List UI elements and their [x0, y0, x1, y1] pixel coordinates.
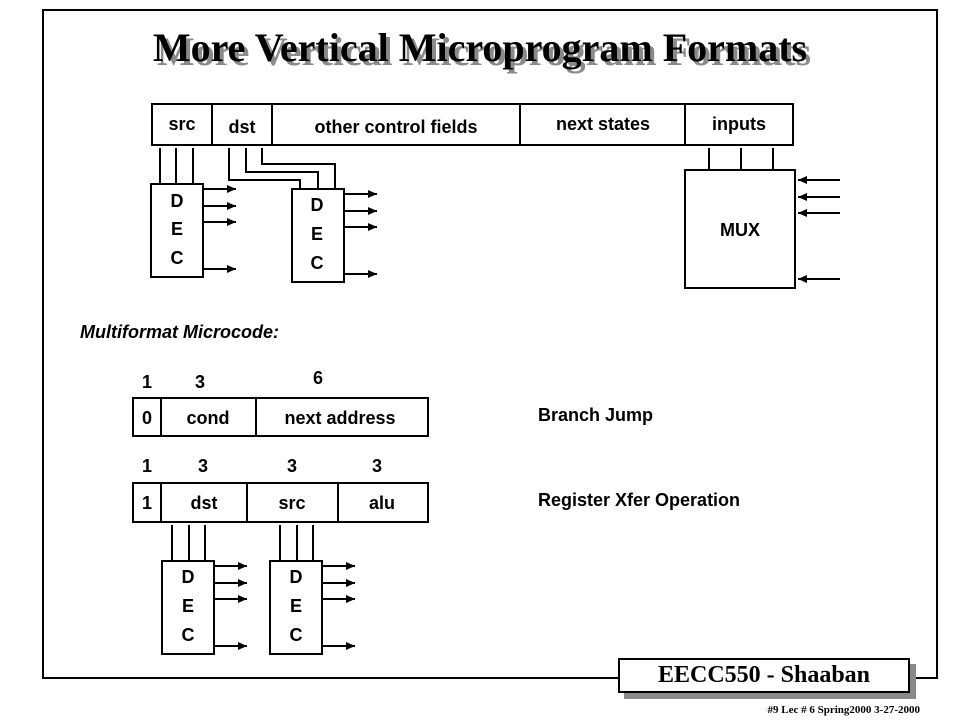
decoder-box — [150, 183, 204, 278]
top-format: src dst other control fields next states… — [151, 103, 794, 146]
course-badge-text: EECC550 - Shaaban — [657, 662, 871, 688]
decoder-letter: C — [290, 625, 303, 645]
mux-box — [684, 169, 796, 289]
register-format-box — [132, 482, 429, 523]
field-width: 3 — [287, 456, 297, 476]
decoder-letter: C — [171, 248, 184, 268]
register-format: 1 3 3 3 1 dst src alu Register Xfer Oper… — [132, 456, 740, 523]
field-next-address: next address — [284, 408, 395, 428]
decoder-letter: D — [290, 567, 303, 587]
decoder-letter: D — [171, 191, 184, 211]
decoder-letter: D — [182, 567, 195, 587]
src-decoder-bottom: D E C — [269, 525, 355, 655]
field-width: 3 — [198, 456, 208, 476]
decoder-letter: E — [171, 219, 183, 239]
mux-label: MUX — [720, 220, 760, 240]
field-width: 6 — [313, 368, 323, 388]
field-inputs: inputs — [712, 114, 766, 134]
decoder-box — [269, 560, 323, 655]
decoder-letter: E — [290, 596, 302, 616]
dst-decoder-bottom: D E C — [161, 525, 247, 655]
field-opcode-1: 1 — [142, 493, 152, 513]
slide-frame — [42, 9, 938, 679]
branch-jump-label: Branch Jump — [538, 405, 653, 425]
decoder-letter: D — [311, 195, 324, 215]
field-src: src — [278, 493, 305, 513]
register-xfer-label: Register Xfer Operation — [538, 490, 740, 510]
branch-format-box — [132, 397, 429, 437]
slide-title: More Vertical Microprogram Formats — [152, 25, 808, 70]
field-width: 3 — [195, 372, 205, 392]
field-width: 1 — [142, 456, 152, 476]
mux: MUX — [684, 148, 840, 289]
decoder-box — [291, 188, 345, 283]
field-opcode-0: 0 — [142, 408, 152, 428]
slide-footer: #9 Lec # 6 Spring2000 3-27-2000 — [767, 704, 920, 716]
decoder-letter: E — [311, 224, 323, 244]
branch-format: 1 3 6 0 cond next address Branch Jump — [132, 368, 653, 437]
field-width: 1 — [142, 372, 152, 392]
dst-decoder: D E C — [228, 148, 377, 283]
decoder-letter: C — [311, 253, 324, 273]
decoder-letter: E — [182, 596, 194, 616]
course-badge: EECC550 - Shaaban — [618, 658, 910, 693]
multiformat-heading: Multiformat Microcode: — [80, 322, 279, 342]
field-dst: dst — [191, 493, 218, 513]
field-next-states: next states — [556, 114, 650, 134]
decoder-box — [161, 560, 215, 655]
src-decoder: D E C — [150, 148, 236, 278]
title-shadow: More Vertical Microprogram Formats — [156, 29, 812, 74]
field-alu: alu — [369, 493, 395, 513]
field-cond: cond — [187, 408, 230, 428]
field-width: 3 — [372, 456, 382, 476]
field-dst: dst — [229, 117, 256, 137]
decoder-letter: C — [182, 625, 195, 645]
field-other-control-fields: other control fields — [314, 117, 477, 137]
field-src: src — [168, 114, 195, 134]
top-format-box — [151, 103, 794, 146]
